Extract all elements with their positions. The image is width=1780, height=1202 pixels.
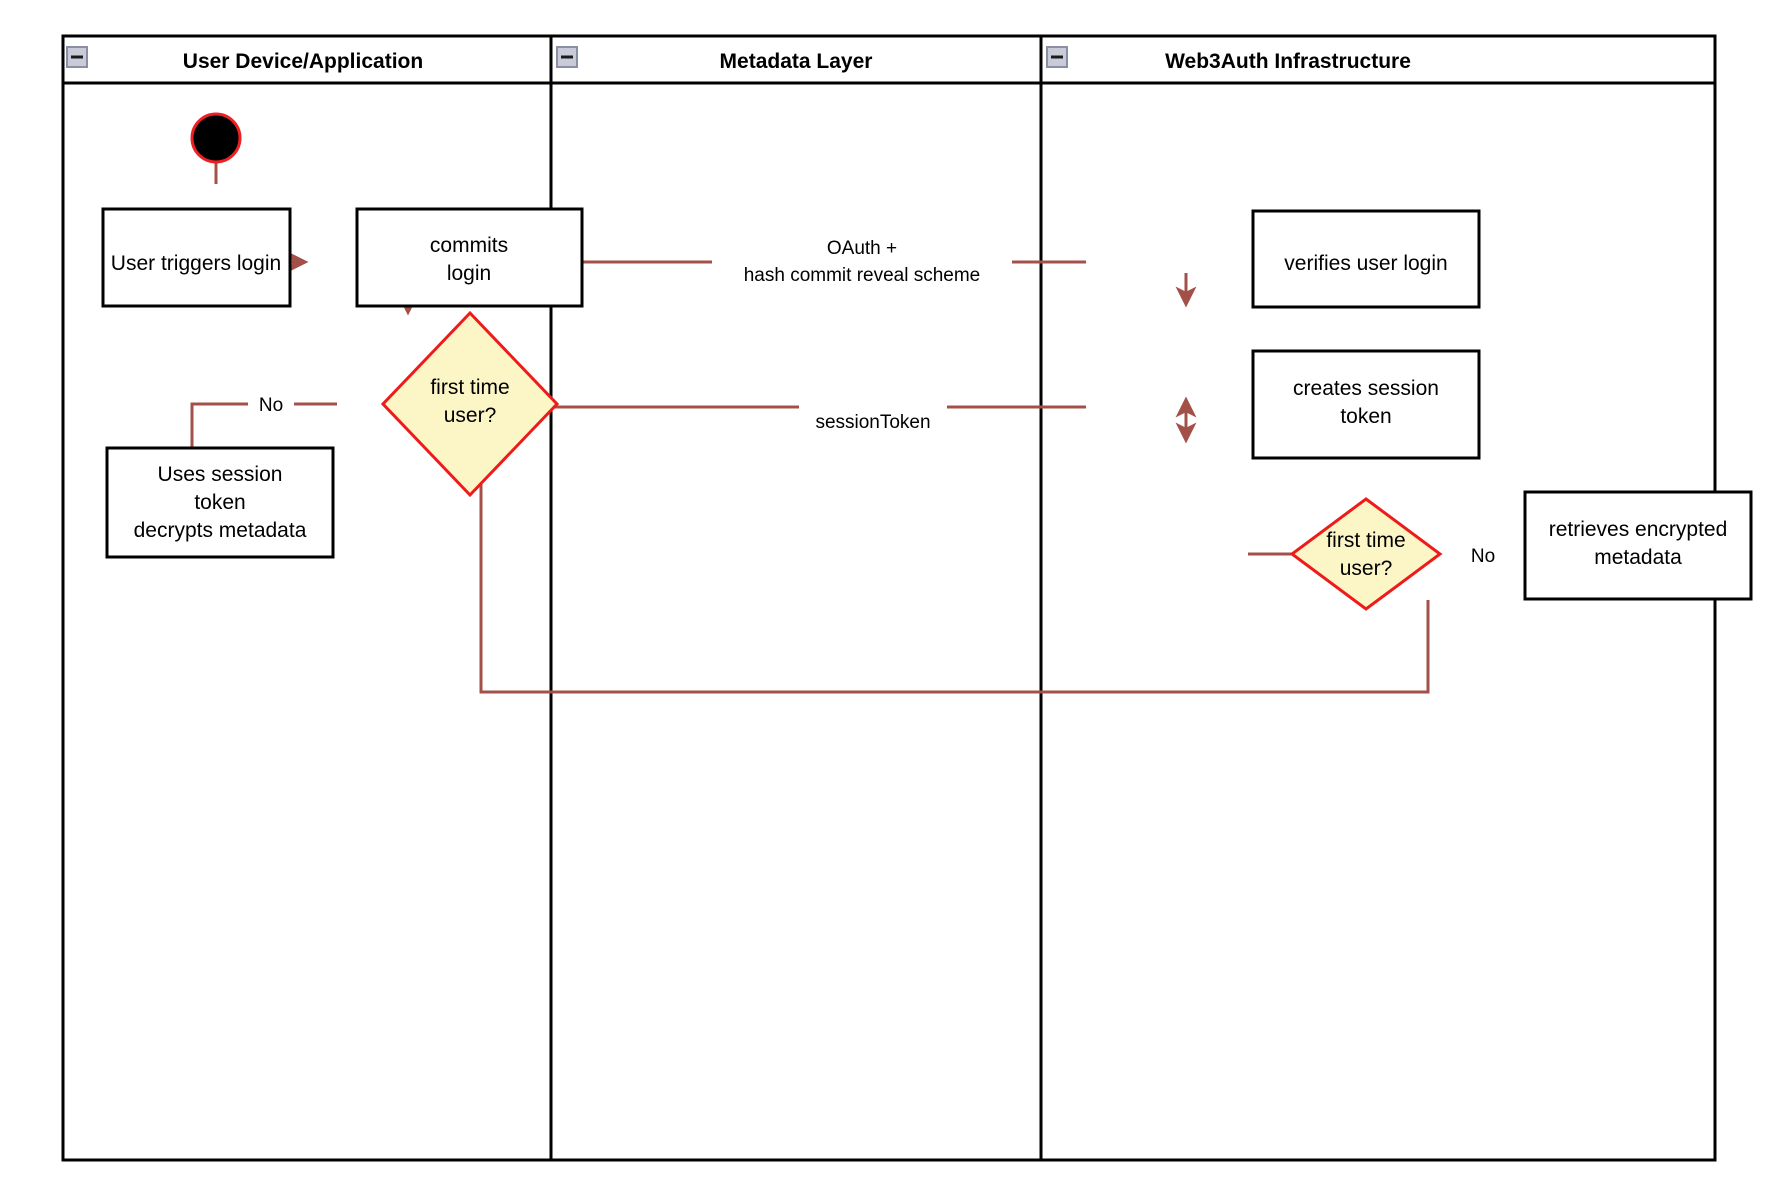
- action-commits-login[interactable]: commits login: [355, 207, 584, 308]
- decision-label-line1: first time: [430, 376, 509, 399]
- action-label-line3: decrypts metadata: [134, 519, 307, 542]
- decision-label-line2: user?: [444, 404, 497, 427]
- decision-label-line1: first time: [1326, 529, 1405, 552]
- lane-header-user-device: User Device/Application: [66, 46, 423, 73]
- lane-title-web3auth: Web3Auth Infrastructure: [1165, 50, 1411, 73]
- action-label-line2: token: [194, 491, 245, 514]
- edge-label-line2: hash commit reveal scheme: [744, 265, 981, 286]
- action-label-line1: retrieves encrypted: [1549, 518, 1728, 541]
- edge-label-session-token: sessionToken: [799, 404, 947, 436]
- collapse-minus-icon[interactable]: [66, 46, 88, 68]
- initial-node: [190, 112, 242, 164]
- action-label-line1: creates session: [1293, 377, 1439, 400]
- action-label-line2: token: [1340, 405, 1391, 428]
- action-label-line1: commits: [430, 234, 508, 257]
- swimlane-frame: [61, 34, 1717, 1162]
- action-verifies-user-login[interactable]: verifies user login: [1251, 209, 1481, 309]
- action-label-line2: metadata: [1594, 546, 1682, 569]
- lane-header-metadata: Metadata Layer: [556, 46, 873, 73]
- decision-label-line2: user?: [1340, 557, 1393, 580]
- edge-label-no-left: No: [248, 387, 294, 419]
- edge-label-no-right: No: [1460, 538, 1506, 570]
- action-label-line1: Uses session: [158, 463, 283, 486]
- action-label: User triggers login: [111, 252, 281, 275]
- edge-label: No: [1471, 546, 1495, 567]
- action-creates-session-token[interactable]: creates session token: [1251, 349, 1481, 460]
- lane-header-web3auth: Web3Auth Infrastructure: [1046, 46, 1411, 73]
- action-label: verifies user login: [1284, 252, 1447, 275]
- lane-title-metadata: Metadata Layer: [720, 50, 873, 73]
- decision-first-time-user-left[interactable]: first time user?: [380, 310, 560, 498]
- collapse-minus-icon[interactable]: [556, 46, 578, 68]
- edge-label-line1: OAuth +: [827, 238, 897, 259]
- edge-label: No: [259, 395, 283, 416]
- lane-title-user-device: User Device/Application: [183, 50, 423, 73]
- collapse-minus-icon[interactable]: [1046, 46, 1068, 68]
- edge-label: sessionToken: [815, 412, 930, 433]
- action-label-line2: login: [447, 262, 491, 285]
- action-retrieves-encrypted-metadata[interactable]: retrieves encrypted metadata: [1523, 490, 1753, 601]
- decision-first-time-user-right[interactable]: first time user?: [1289, 497, 1443, 611]
- edge-labels: OAuth + hash commit reveal scheme No ses…: [248, 230, 1506, 570]
- action-user-triggers-login[interactable]: User triggers login: [101, 207, 292, 308]
- action-uses-session-token[interactable]: Uses session token decrypts metadata: [105, 446, 335, 559]
- edge-label-oauth: OAuth + hash commit reveal scheme: [712, 230, 1012, 296]
- edge-metadata-return: [470, 408, 1430, 694]
